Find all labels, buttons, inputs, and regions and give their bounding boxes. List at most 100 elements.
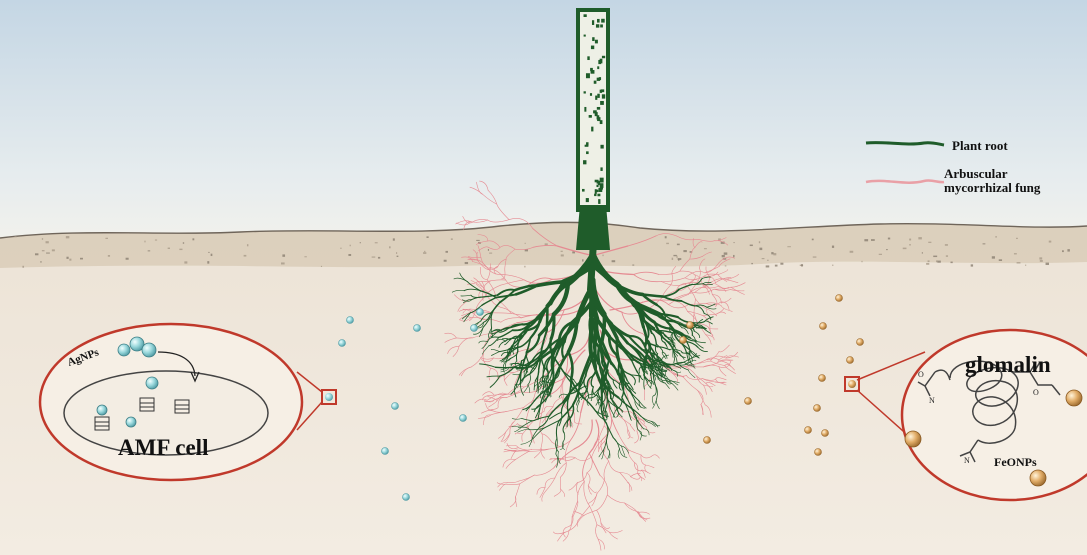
soil-speck (144, 241, 145, 243)
feonp-particle (819, 375, 826, 382)
stem-dot (591, 46, 594, 50)
soil-speck (1014, 253, 1017, 254)
stem-dot (600, 145, 603, 149)
soil-speck (378, 257, 380, 259)
stem-dot (602, 94, 605, 98)
feonp-particle (745, 398, 752, 405)
soil-speck (22, 266, 24, 268)
soil-speck (282, 254, 285, 256)
plant-stem (576, 10, 610, 250)
soil-speck (42, 250, 45, 251)
stem-dot (595, 96, 597, 100)
stem-dot (586, 198, 589, 202)
soil-speck (321, 266, 322, 267)
soil-speck (879, 254, 882, 255)
soil-speck (397, 256, 399, 257)
agnp-particle (339, 340, 346, 347)
stem-dot (593, 110, 597, 113)
feonp-particle (847, 357, 854, 364)
soil-speck (524, 266, 525, 268)
soil-speck (444, 260, 447, 262)
soil-speck (1016, 238, 1018, 239)
soil-speck (14, 236, 16, 237)
soil-speck (734, 242, 735, 243)
feonp-particle (836, 295, 843, 302)
soil-speck (40, 261, 41, 262)
soil-speck (244, 255, 247, 257)
stem-dot (583, 160, 586, 164)
soil-speck (1040, 260, 1043, 262)
feonps-label: FeONPs (994, 455, 1037, 469)
soil-speck (945, 244, 948, 246)
soil-speck (704, 248, 707, 249)
soil-speck (971, 264, 973, 266)
amf-cell-label: AMF cell (118, 435, 208, 460)
soil-speck (424, 251, 425, 252)
agnp-particle (392, 403, 399, 410)
stem-dot (586, 151, 589, 154)
soil-speck (304, 256, 306, 257)
soil-speck (780, 263, 783, 265)
glomalin-oxygen-atom: O (918, 370, 924, 379)
soil-speck (832, 265, 833, 266)
soil-speck (1067, 249, 1069, 251)
soil-speck (393, 238, 395, 240)
soil-speck (926, 263, 929, 265)
agnp-particle (382, 448, 389, 455)
soil-speck (787, 246, 791, 247)
stem-dot (598, 199, 600, 204)
soil-speck (673, 255, 676, 256)
soil-speck (676, 256, 677, 258)
soil-speck (66, 257, 68, 259)
soil-speck (360, 242, 361, 243)
soil-speck (632, 265, 634, 266)
root-segment (601, 383, 602, 406)
stem-dot (596, 185, 598, 187)
soil-speck (937, 261, 940, 263)
agnp-particle (477, 309, 484, 316)
soil-speck (108, 255, 110, 257)
soil-speck (886, 249, 888, 250)
stem-dot (602, 56, 605, 58)
soil-speck (1046, 263, 1049, 265)
soil-speck (340, 248, 342, 249)
soil-speck (208, 252, 209, 253)
stem-dot (597, 107, 600, 110)
stem-dot (584, 35, 586, 37)
soil-speck (864, 239, 868, 241)
soil-speck (69, 259, 71, 261)
soil-speck (183, 242, 184, 244)
soil-speck (888, 238, 890, 240)
soil-speck (775, 265, 778, 267)
soil-speck (561, 251, 563, 252)
soil-speck (426, 236, 428, 238)
soil-speck (992, 256, 995, 258)
soil-speck (572, 251, 575, 253)
glomalin-oxygen-atom-2: O (1033, 388, 1039, 397)
soil-speck (42, 238, 43, 239)
soil-speck (451, 238, 453, 240)
stem-dot (595, 189, 597, 194)
soil-speck (247, 244, 248, 246)
soil-speck (771, 252, 773, 254)
stem-dot (600, 120, 603, 124)
stem-dot (597, 19, 600, 23)
soil-speck (722, 255, 725, 257)
stem-dot (600, 178, 604, 183)
soil-speck (155, 240, 157, 241)
stem-dot (597, 78, 600, 81)
soil-speck (773, 253, 776, 255)
glomalin-nitrogen-atom-2: N (964, 456, 970, 465)
soil-speck (909, 239, 911, 241)
stem-dot (584, 91, 586, 93)
stem-dot (598, 188, 602, 192)
soil-speck (751, 263, 753, 264)
stem-dot (594, 194, 596, 196)
soil-speck (105, 238, 108, 239)
soil-speck (983, 243, 986, 244)
soil-speck (936, 260, 938, 262)
legend-label-amf-line2: mycorrhizal fung (944, 180, 1041, 195)
stem-dot (600, 167, 602, 171)
soil-speck (946, 255, 948, 257)
